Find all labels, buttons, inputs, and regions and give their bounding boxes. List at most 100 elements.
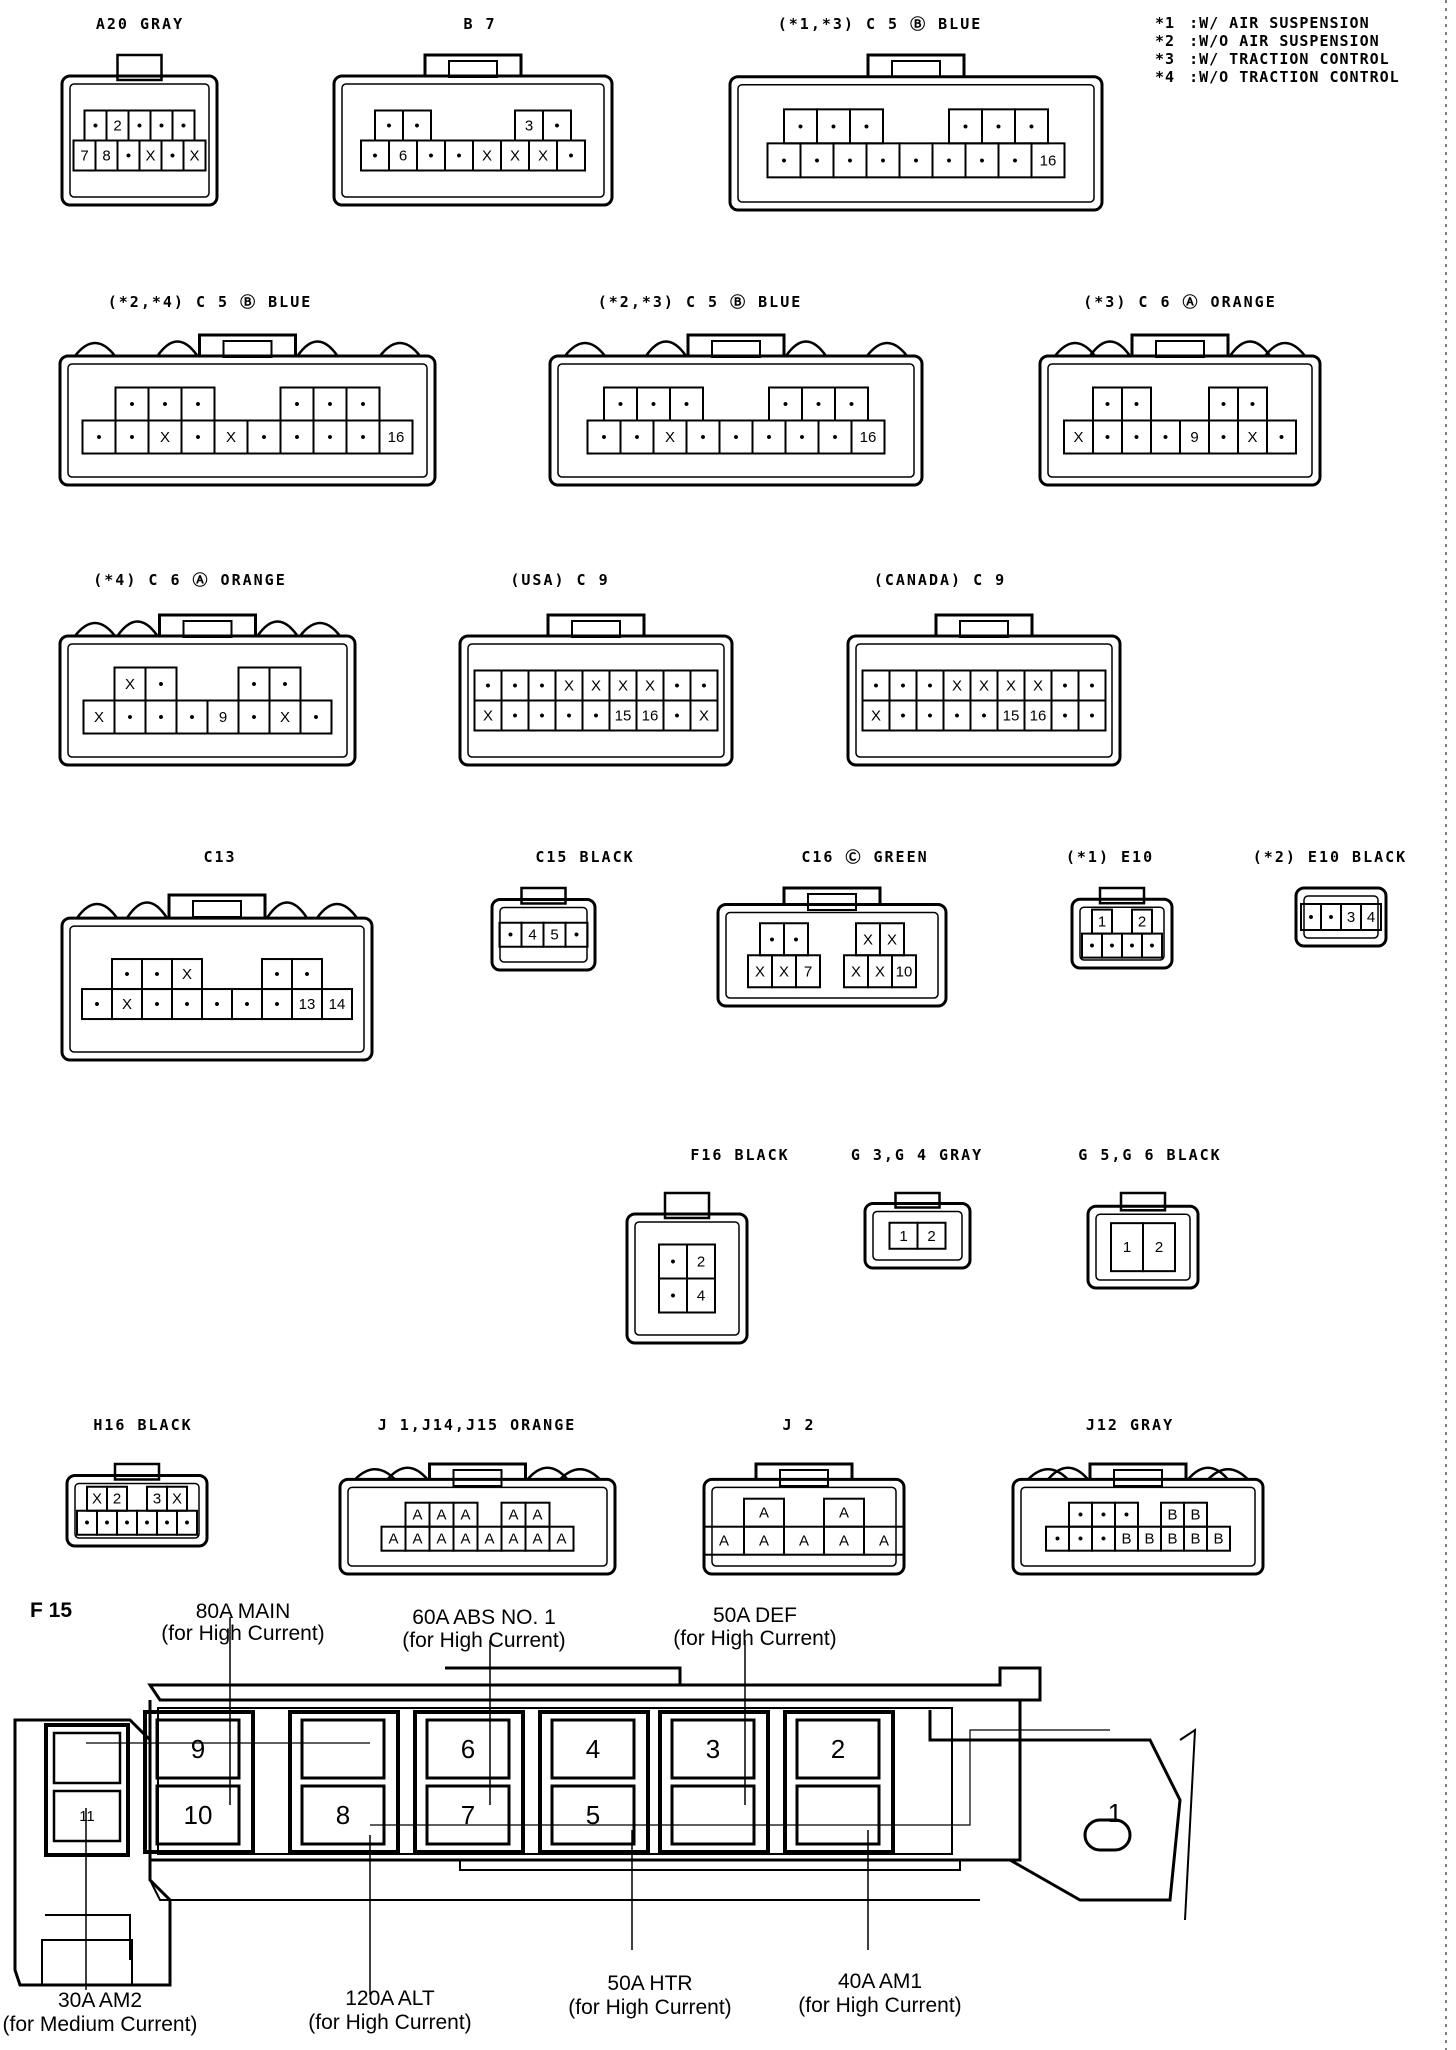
pin-label: 7 [80, 148, 88, 165]
pin-label: • [129, 396, 134, 413]
pin-label: A [508, 1507, 518, 1524]
pin-label: X [779, 963, 789, 980]
pin-cell: A [404, 1501, 431, 1528]
pin-label: B [1190, 1507, 1200, 1524]
pin-label: • [674, 678, 679, 695]
pin-cell: • [1050, 669, 1080, 702]
pin-label: • [684, 396, 689, 413]
pin-cell: A [743, 1525, 785, 1556]
pin-cell: 6 [388, 139, 418, 172]
pin-cell: B [1183, 1501, 1208, 1528]
pin-label: • [244, 996, 249, 1013]
pin-cell: 2 [916, 1221, 947, 1250]
pin-cell: B [1114, 1525, 1139, 1552]
pin-label: • [94, 996, 99, 1013]
pin-label: • [1062, 708, 1067, 725]
latch-tab [686, 333, 786, 356]
connector-label: G 3,G 4 GRAY [851, 1146, 983, 1164]
pin-label: 15 [615, 708, 632, 725]
pin-label: • [963, 118, 968, 135]
pin-cell: • [291, 958, 323, 991]
pin-cell: 13 [291, 988, 323, 1021]
fuse-slot: 3 [658, 1710, 770, 1854]
pin-label: • [781, 152, 786, 169]
pin-cell: • [237, 699, 271, 735]
connector-label: (*3) C 6 Ⓐ ORANGE [1083, 293, 1277, 311]
pin-cell: X [1063, 419, 1094, 455]
pin-label: • [1012, 152, 1017, 169]
fuse-number-top: 4 [586, 1734, 600, 1764]
pin-cell: • [1068, 1501, 1093, 1528]
pin-label: X [1247, 429, 1257, 446]
pin-cell: • [201, 988, 233, 1021]
pin-cell: • [116, 139, 141, 172]
pin-label: • [124, 1515, 129, 1532]
pin-cell: • [1121, 932, 1143, 959]
pin-label: A [532, 1531, 542, 1548]
pin-label: A [484, 1531, 494, 1548]
pin-label: • [195, 429, 200, 446]
pin-cell: 2 [106, 1485, 128, 1512]
pin-label: X [538, 148, 548, 165]
pin-cell: A [703, 1525, 745, 1556]
pin-label: • [189, 709, 194, 726]
pin-cell: • [374, 109, 404, 142]
legend-3: *3:W/ TRACTION CONTROL [1155, 50, 1390, 68]
lock-clip [894, 1191, 941, 1209]
pin-label: X [887, 931, 897, 948]
pin-cell: X [608, 669, 638, 702]
pin-label: • [127, 709, 132, 726]
connector-body [1294, 886, 1388, 948]
pin-cell: A [524, 1525, 551, 1552]
pin-cell: 9 [1179, 419, 1210, 455]
connector-label: H16 BLACK [93, 1416, 192, 1434]
pin-label: A [879, 1533, 889, 1550]
fuse-note-main: (for High Current) [161, 1622, 324, 1645]
pin-cell: • [981, 108, 1016, 145]
pin-label: X [755, 963, 765, 980]
pin-label: 15 [1003, 708, 1020, 725]
pin-label: • [124, 966, 129, 983]
pin-cell: • [1014, 108, 1049, 145]
pin-label: • [1134, 396, 1139, 413]
pin-label: • [1029, 118, 1034, 135]
pin-label: 4 [528, 927, 536, 944]
pin-label: 16 [642, 708, 659, 725]
pin-cell: • [279, 419, 315, 455]
pin-label: 8 [102, 148, 110, 165]
pin-cell: • [136, 1509, 158, 1536]
pin-label: • [1163, 429, 1168, 446]
pin-cell: • [402, 109, 432, 142]
pin-cell: • [498, 921, 523, 948]
pin-label: 2 [697, 1254, 705, 1271]
fuse-note-abs: (for High Current) [402, 1629, 565, 1652]
pin-label: 5 [550, 927, 558, 944]
pin-cell: 3 [1340, 903, 1362, 931]
pin-cell: • [1045, 1525, 1070, 1552]
pin-label: • [294, 429, 299, 446]
pin-cell: • [658, 1243, 688, 1280]
pin-label: 3 [1347, 909, 1355, 926]
pin-cell: A [476, 1525, 503, 1552]
pin-label: 2 [927, 1228, 935, 1245]
pin-label: X [182, 966, 192, 983]
pin-label: • [158, 676, 163, 693]
pin-label: 16 [1030, 708, 1047, 725]
pin-label: • [1250, 396, 1255, 413]
pin-label: B [1190, 1531, 1200, 1548]
pin-label: • [670, 1288, 675, 1305]
fuse-number-top: 9 [191, 1734, 205, 1764]
pin-label: • [946, 152, 951, 169]
pin-cell: • [964, 142, 1000, 179]
pin-label: X [92, 1491, 102, 1508]
pin-label: • [1279, 429, 1284, 446]
pin-label: • [554, 118, 559, 135]
pin-label: • [1328, 909, 1333, 926]
pin-label: • [414, 118, 419, 135]
pin-cell: 16 [850, 419, 886, 455]
